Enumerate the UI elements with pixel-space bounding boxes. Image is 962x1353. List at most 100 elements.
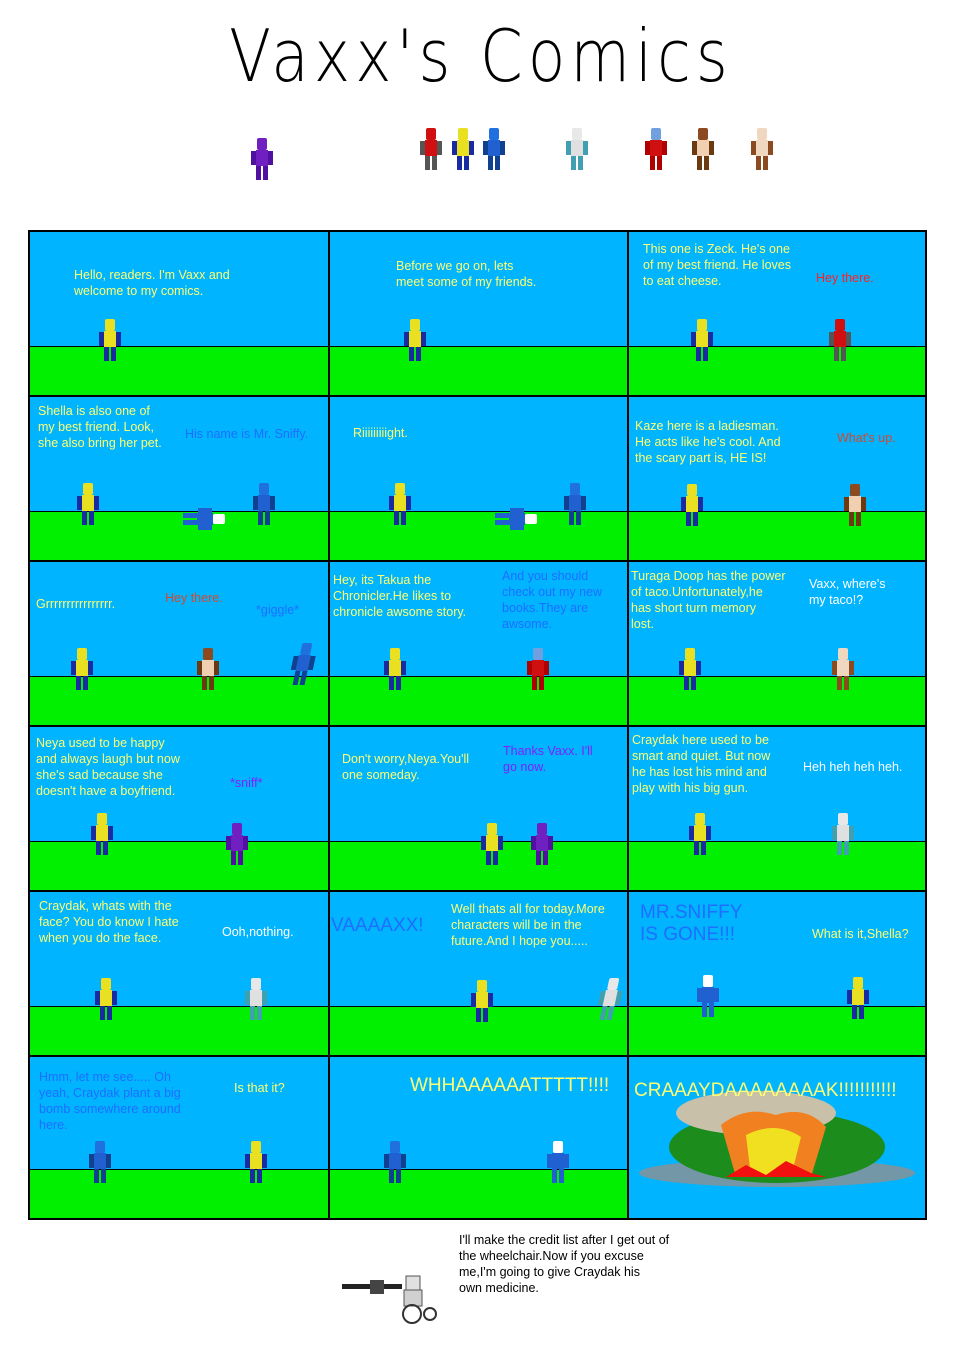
- figure-part: [832, 661, 837, 675]
- grass-ground: [629, 1006, 925, 1055]
- figure-part: [846, 332, 851, 346]
- comic-panel: [30, 892, 328, 1055]
- figure-part: [486, 851, 491, 865]
- figure-part: [203, 648, 213, 660]
- comic-panel: [330, 562, 627, 725]
- figure-part: [689, 826, 694, 840]
- figure-part: [510, 525, 524, 530]
- figure-part: [471, 993, 476, 1007]
- figure-part: [684, 660, 696, 676]
- figure-part: [108, 826, 113, 840]
- dialogue: Heh heh heh heh.: [803, 760, 903, 774]
- figure-part: [756, 156, 761, 170]
- figure-part: [231, 851, 236, 865]
- figure-part: [763, 156, 768, 170]
- figure-part: [757, 128, 767, 140]
- character-vaxx: [389, 483, 411, 525]
- figure-part: [105, 319, 115, 331]
- figure-part: [96, 825, 108, 841]
- figure-part: [94, 496, 99, 510]
- figure-part: [751, 141, 756, 155]
- footer-note: I'll make the credit list after I get ou…: [459, 1233, 670, 1295]
- dialogue: Ooh,nothing.: [222, 925, 294, 939]
- figure-part: [532, 676, 537, 690]
- character-zeck: [829, 319, 851, 361]
- figure-part: [852, 1005, 857, 1019]
- dialogue: His name is Mr. Sniffy.: [185, 427, 309, 441]
- dialogue: Hmm, let me see..... Oh yeah, Craydak pl…: [39, 1070, 181, 1132]
- figure-part: [268, 151, 273, 165]
- figure-part: [96, 841, 101, 855]
- grass-ground: [330, 1169, 627, 1218]
- figure-part: [401, 1154, 406, 1168]
- figure-part: [256, 166, 261, 180]
- figure-part: [844, 676, 849, 690]
- figure-part: [527, 661, 532, 675]
- figure-part: [685, 648, 695, 660]
- figure-part: [469, 141, 474, 155]
- figure-part: [476, 992, 488, 1008]
- figure-part: [488, 156, 493, 170]
- figure-part: [539, 676, 544, 690]
- character-vaxx: [689, 813, 711, 855]
- figure-part: [650, 156, 655, 170]
- dialogue: Riiiiiiiiight.: [353, 426, 408, 440]
- figure-part: [697, 319, 707, 331]
- comic-panel: [330, 397, 627, 560]
- character-turaga-doop: [832, 648, 854, 690]
- character-vaxx: [679, 648, 701, 690]
- figure-part: [263, 166, 268, 180]
- figure-part: [837, 841, 842, 855]
- figure-part: [452, 141, 457, 155]
- figure-part: [77, 496, 82, 510]
- figure-part: [679, 661, 684, 675]
- character-vaxx: [691, 319, 713, 361]
- comic-panel: [629, 562, 925, 725]
- character-kaze: [197, 648, 219, 690]
- figure-part: [209, 676, 214, 690]
- figure-part: [396, 1169, 401, 1183]
- dialogue: Shella is also one of my best friend. Lo…: [38, 404, 162, 450]
- figure-part: [464, 156, 469, 170]
- character-vaxx: [681, 484, 703, 526]
- figure-part: [425, 140, 437, 156]
- dialogue: And you should check out my new books.Th…: [502, 569, 603, 631]
- character-vaxx: [847, 977, 869, 1019]
- figure-part: [489, 128, 499, 140]
- dialogue: Before we go on, lets meet some of my fr…: [396, 259, 537, 289]
- figure-part: [250, 1153, 262, 1169]
- figure-part: [183, 513, 197, 518]
- character-vaxx: [245, 1141, 267, 1183]
- figure-part: [250, 1006, 255, 1020]
- figure-part: [202, 676, 207, 690]
- figure-part: [251, 1141, 261, 1153]
- dialogue: Hello, readers. I'm Vaxx and welcome to …: [74, 268, 230, 298]
- grass-ground: [30, 511, 328, 560]
- figure-part: [91, 826, 96, 840]
- grass-ground: [30, 346, 328, 395]
- character-craydak: [566, 128, 588, 170]
- character-vaxx: [95, 978, 117, 1020]
- figure-part: [500, 141, 505, 155]
- figure-part: [258, 511, 263, 525]
- character-craydak: [245, 978, 267, 1020]
- figure-part: [425, 156, 430, 170]
- dialogue: CRAAAYDAAAAAAAAK!!!!!!!!!!!: [634, 1080, 897, 1101]
- figure-part: [202, 660, 214, 676]
- grass-ground: [330, 676, 627, 725]
- character-vaxx: [452, 128, 474, 170]
- figure-part: [852, 989, 864, 1005]
- character-vaxx: [404, 319, 426, 361]
- figure-part: [107, 1006, 112, 1020]
- figure-part: [696, 661, 701, 675]
- figure-part: [495, 156, 500, 170]
- figure-part: [89, 511, 94, 525]
- figure-part: [525, 514, 537, 524]
- figure-part: [698, 128, 708, 140]
- figure-part: [850, 484, 860, 496]
- comic-panel: [629, 232, 925, 395]
- figure-part: [198, 525, 212, 530]
- figure-part: [390, 648, 400, 660]
- figure-part: [101, 1169, 106, 1183]
- figure-part: [426, 128, 436, 140]
